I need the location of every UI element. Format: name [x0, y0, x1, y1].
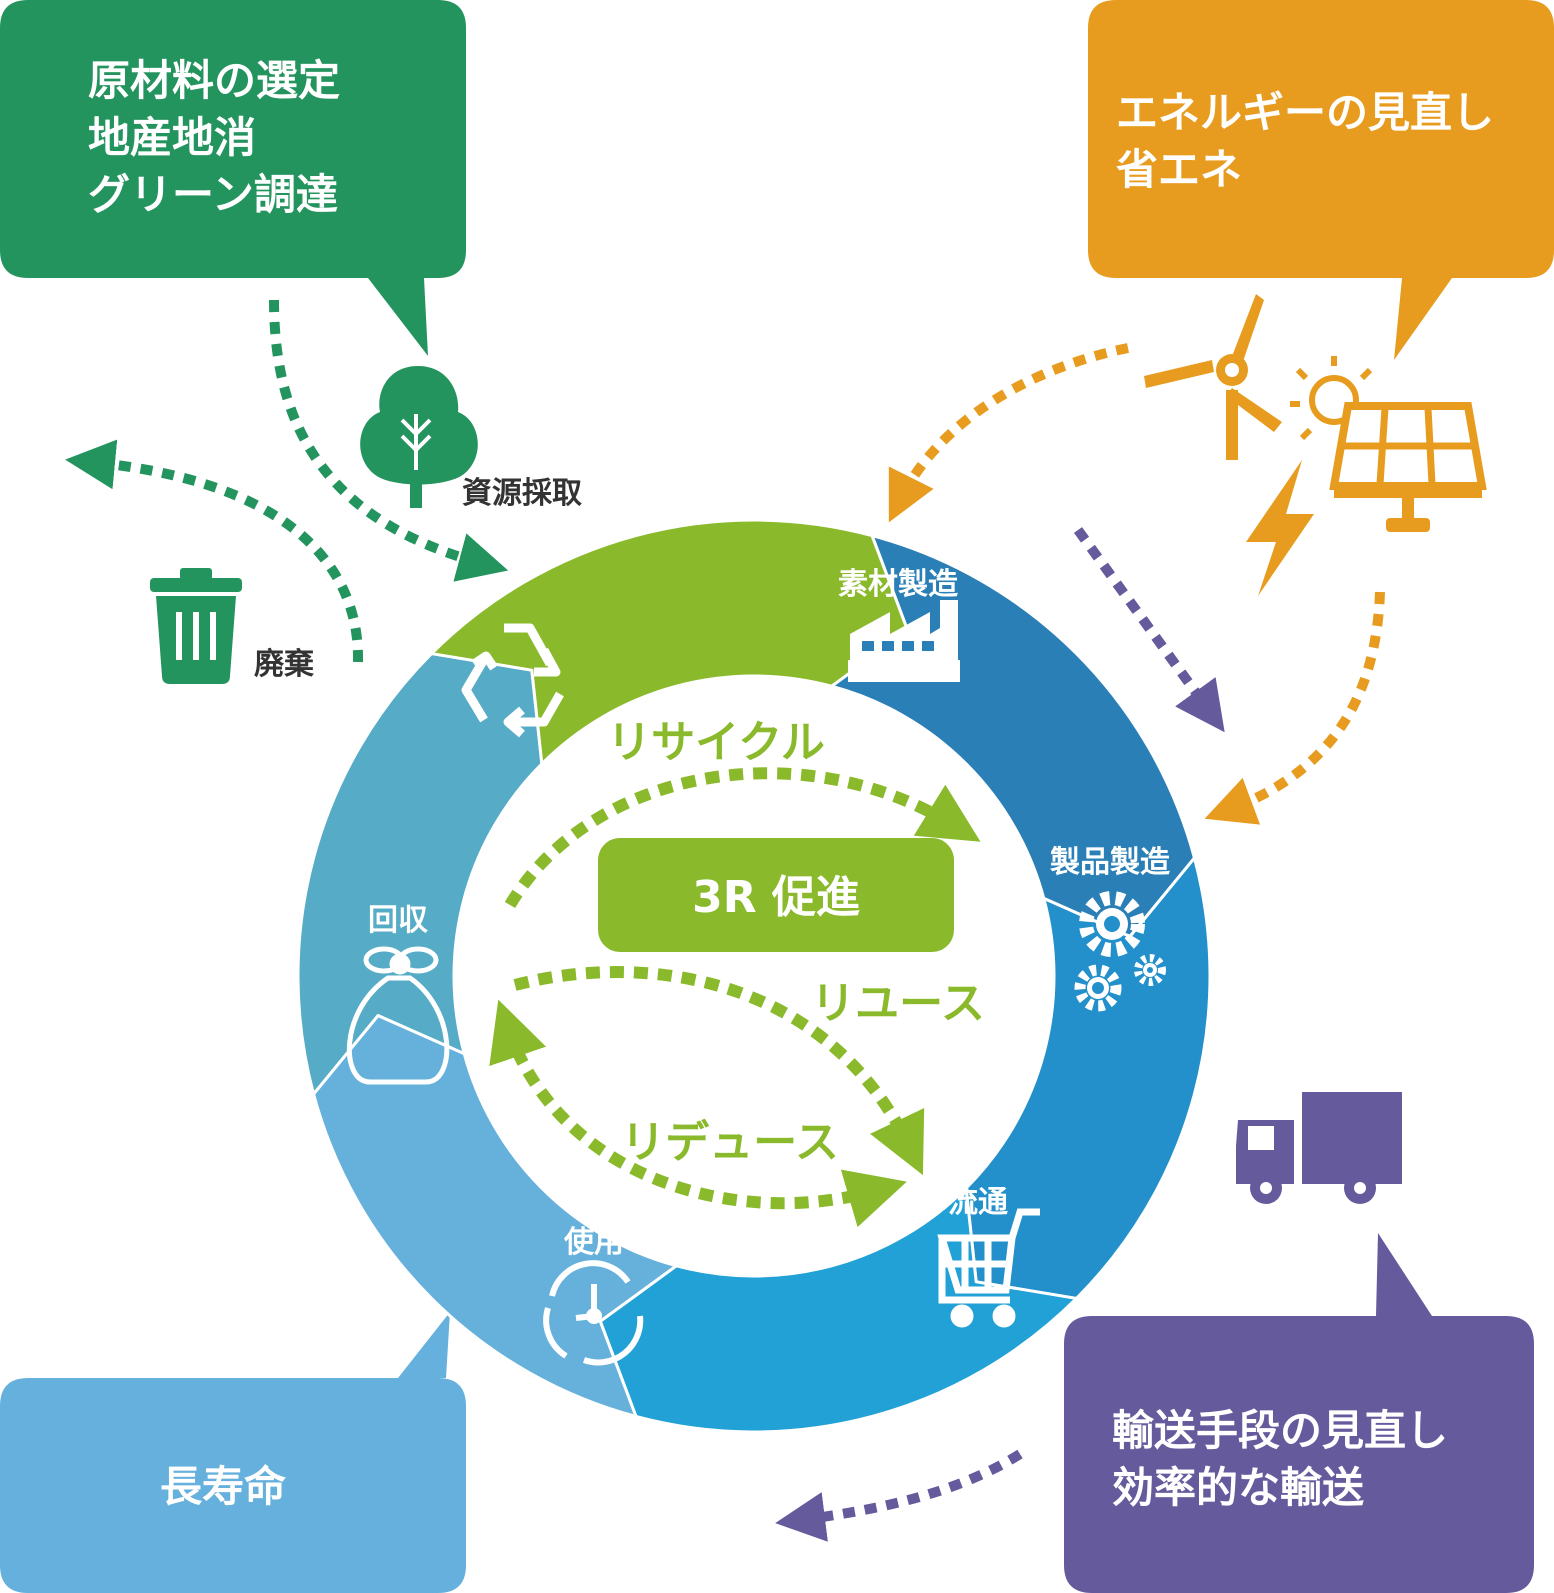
energy-arrow-left: [888, 343, 1130, 523]
segment-label-collection: 回収: [368, 903, 429, 938]
segment-label-material: 素材製造: [838, 567, 958, 602]
segment-label-product: 製品製造: [1050, 845, 1170, 880]
tree-icon: [360, 366, 478, 508]
gears-icon: [1074, 891, 1166, 1012]
ring-segment: [964, 856, 1212, 1300]
resource-arrow: [269, 299, 509, 582]
transport-arrow-bottom: [775, 1449, 1023, 1542]
wind-turbine-icon: [1144, 294, 1282, 460]
solar-panel-icon: [1290, 356, 1487, 532]
recycle-icon: [461, 623, 564, 738]
segment-label-distribution: 流通: [948, 1185, 1008, 1220]
center-label: 3R 促進: [692, 872, 860, 923]
truck-icon: [1236, 1092, 1402, 1204]
lightning-bolt-icon: [1246, 460, 1314, 596]
callout-line: 原材料の選定: [88, 56, 341, 105]
callout-line: 輸送手段の見直し: [1112, 1406, 1449, 1455]
callout-line: エネルギーの見直し: [1116, 88, 1495, 137]
segment-label-use: 使用: [563, 1225, 624, 1260]
center-box: [598, 838, 954, 952]
callout-line: 省エネ: [1116, 145, 1243, 195]
shopping-cart-icon: [937, 1208, 1040, 1328]
callout-line: グリーン調達: [88, 170, 338, 220]
trash-can-icon: [150, 568, 242, 684]
reuse-label: リユース: [811, 978, 985, 1029]
callout-line: 長寿命: [160, 1462, 287, 1511]
energy-arrow-right: [1204, 591, 1385, 825]
callout-line: 効率的な輸送: [1112, 1463, 1365, 1513]
clock-cycle-icon: [543, 1260, 644, 1366]
disposal-label: 廃棄: [254, 647, 314, 682]
garbage-bag-icon: [346, 946, 450, 1085]
cycle-ring: [296, 518, 1212, 1434]
callout-line: 地産地消: [88, 113, 257, 163]
reduce-label: リデュース: [621, 1117, 839, 1168]
recycle-label: リサイクル: [607, 717, 825, 768]
reduce-arrow: [489, 999, 907, 1228]
factory-icon: [848, 600, 960, 682]
resource-extraction-label: 資源採取: [462, 476, 582, 511]
transport-arrow-top: [1073, 527, 1225, 733]
